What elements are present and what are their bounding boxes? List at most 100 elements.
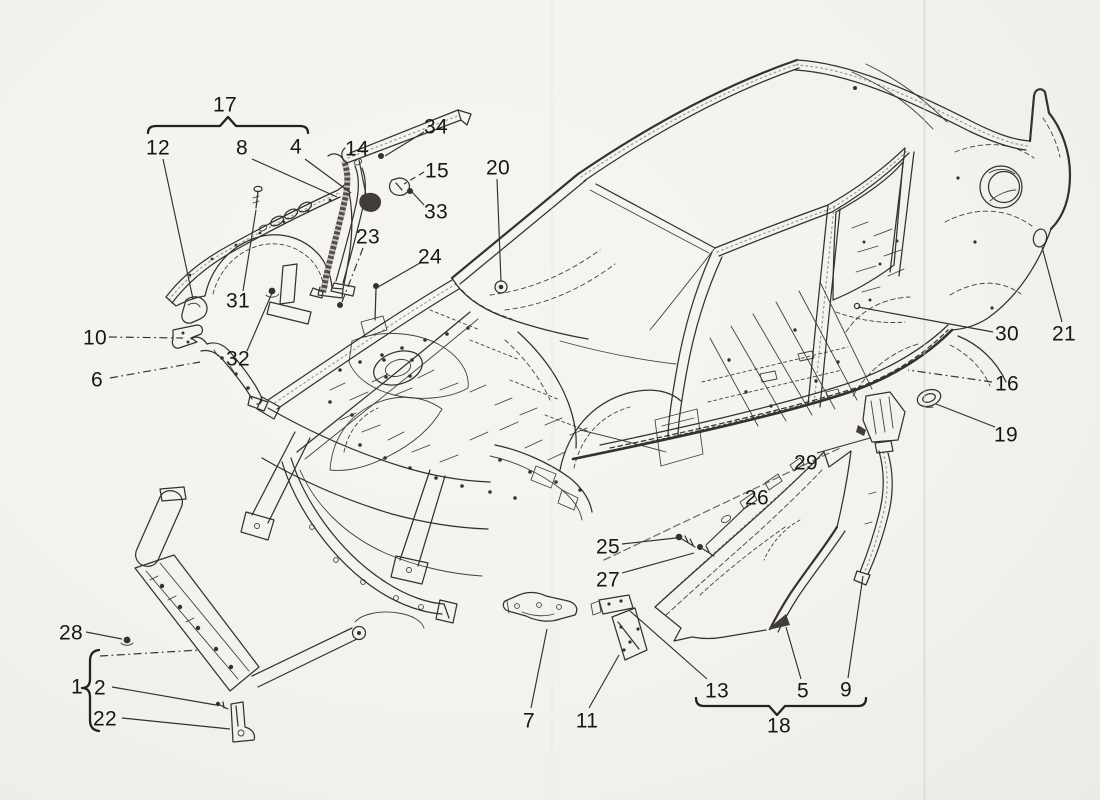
part-number-15: 15 xyxy=(425,160,449,183)
callout-4: 4 xyxy=(290,136,352,194)
part-number-26: 26 xyxy=(745,487,769,510)
bracket-18 xyxy=(694,696,868,717)
part-number-20: 20 xyxy=(486,157,510,180)
leader-line-6 xyxy=(109,361,201,379)
callout-34: 34 xyxy=(384,116,448,157)
group-bracket-18 xyxy=(694,696,868,717)
callout-33: 33 xyxy=(411,191,448,224)
group-leader-1 xyxy=(99,649,201,657)
part-number-10: 10 xyxy=(83,327,107,350)
leader-line-34 xyxy=(384,131,425,157)
callout-32: 32 xyxy=(226,292,273,371)
part-number-24: 24 xyxy=(418,246,442,269)
part-number-5: 5 xyxy=(797,680,809,703)
part-number-13: 13 xyxy=(705,680,729,703)
part-number-32: 32 xyxy=(226,348,250,371)
leader-line-25 xyxy=(621,537,677,545)
callout-30: 30 xyxy=(857,306,1019,346)
leader-line-15 xyxy=(403,171,425,185)
interior-detail xyxy=(835,221,919,397)
clip-14 xyxy=(359,192,381,212)
clip-13 xyxy=(590,594,634,616)
rear-quarter-panel xyxy=(944,88,1072,387)
leader-line-29 xyxy=(816,437,871,454)
bolt-31 xyxy=(252,185,263,209)
callout-29: 29 xyxy=(794,437,871,475)
callout-27: 27 xyxy=(596,552,695,592)
callout-17: 17 xyxy=(213,94,237,117)
part-number-21: 21 xyxy=(1052,323,1076,346)
leader-line-10 xyxy=(108,336,184,339)
bolt-32 xyxy=(268,287,276,295)
part-number-34: 34 xyxy=(424,116,448,139)
front-fender-lh-group xyxy=(165,109,472,412)
clip-12-target xyxy=(181,296,208,324)
door-aperture-and-sill xyxy=(571,251,954,461)
callout-6: 6 xyxy=(91,361,201,392)
part-number-28: 28 xyxy=(59,622,83,645)
part-number-12: 12 xyxy=(146,137,170,160)
callout-14: 14 xyxy=(345,138,369,196)
bolt-28 xyxy=(120,636,134,646)
screw-2 xyxy=(215,701,229,710)
part-number-23: 23 xyxy=(356,226,380,249)
callout-15: 15 xyxy=(403,160,449,185)
callout-19: 19 xyxy=(935,403,1018,447)
part-number-14: 14 xyxy=(345,138,369,161)
callout-1: 1 xyxy=(71,676,83,699)
roof-and-pillars xyxy=(450,58,1031,408)
part-number-1: 1 xyxy=(71,676,83,699)
part-number-33: 33 xyxy=(424,201,448,224)
leader-line-24 xyxy=(377,262,421,288)
part-number-18: 18 xyxy=(767,715,791,738)
screw-26-27 xyxy=(697,544,715,557)
front-fender-rh-group xyxy=(502,388,942,661)
leader-line-4 xyxy=(304,158,352,194)
clip-10 xyxy=(171,324,203,349)
part-number-6: 6 xyxy=(91,369,103,392)
group-bracket-1 xyxy=(80,648,201,733)
callout-8: 8 xyxy=(236,137,338,198)
leader-line-19 xyxy=(935,403,996,428)
part-number-17: 17 xyxy=(213,94,237,117)
bracket-1 xyxy=(80,648,101,733)
part-number-9: 9 xyxy=(840,679,852,702)
bolt-23 xyxy=(337,302,343,308)
callout-21: 21 xyxy=(1041,246,1076,346)
leader-line-27 xyxy=(621,552,695,574)
leader-line-23 xyxy=(341,247,364,303)
group-bracket-17 xyxy=(146,115,310,135)
screw-25 xyxy=(675,533,696,548)
callout-12: 12 xyxy=(146,137,194,300)
sill-end-bracket-29 xyxy=(856,391,906,443)
leader-line-2 xyxy=(111,686,217,706)
engine-bay-structure xyxy=(240,185,704,629)
callout-2: 2 xyxy=(94,677,217,706)
callout-23: 23 xyxy=(341,226,380,303)
callout-26: 26 xyxy=(705,487,769,546)
callout-10: 10 xyxy=(83,327,184,350)
leader-line-11 xyxy=(588,654,620,709)
part-number-11: 11 xyxy=(576,710,598,733)
leader-line-26 xyxy=(705,504,749,546)
clip-15 xyxy=(388,177,411,196)
grommet-19 xyxy=(916,388,942,408)
bracket-7 xyxy=(502,591,578,622)
leader-line-30 xyxy=(857,306,994,333)
leader-line-9 xyxy=(847,575,864,679)
callout-24: 24 xyxy=(377,246,442,288)
leader-line-21 xyxy=(1041,246,1063,323)
cowl-side-rail xyxy=(341,109,472,212)
part-number-29: 29 xyxy=(794,452,818,475)
callout-9: 9 xyxy=(840,575,864,702)
leader-line-31 xyxy=(242,209,257,292)
callout-20: 20 xyxy=(486,157,510,282)
callout-7: 7 xyxy=(523,628,548,733)
callout-13: 13 xyxy=(629,610,729,703)
front-subframe-group xyxy=(120,486,367,743)
leader-line-12 xyxy=(162,158,194,300)
leader-line-20 xyxy=(496,178,502,282)
callout-22: 22 xyxy=(93,708,231,731)
